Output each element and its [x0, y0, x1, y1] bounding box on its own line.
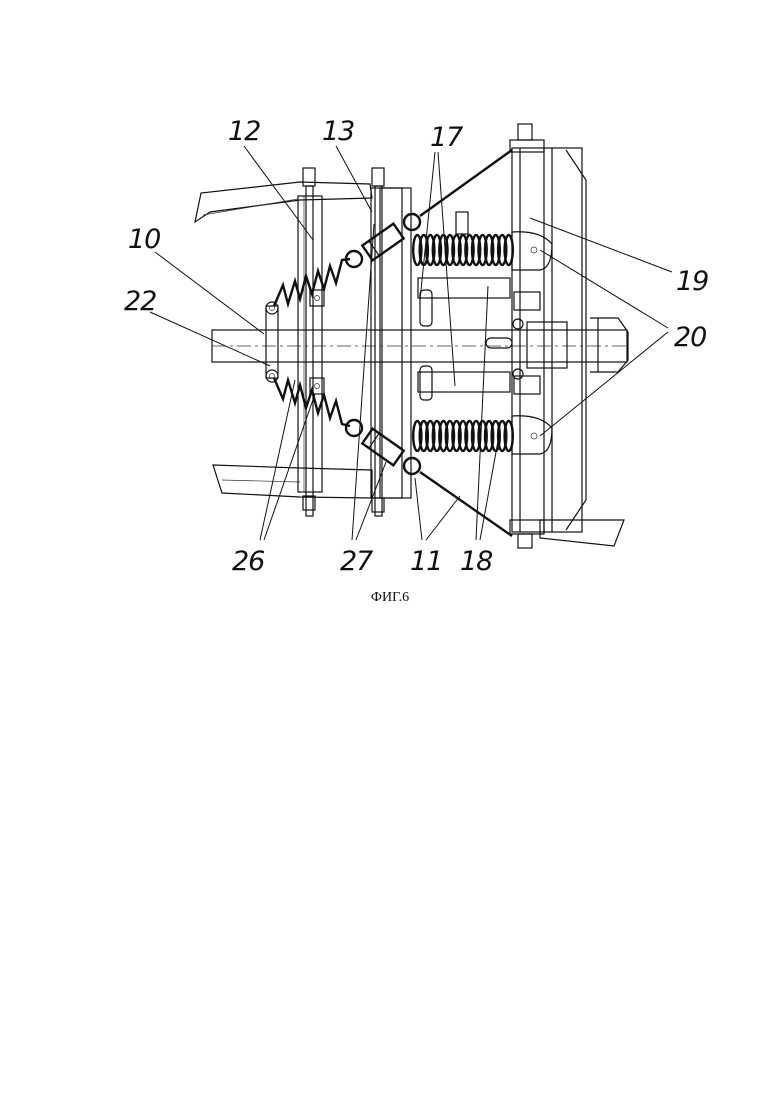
- lower-coil-spring: [413, 421, 513, 451]
- left-link-bar: [266, 302, 278, 382]
- upper-left-blade: [195, 182, 372, 222]
- upper-coil-spring: [413, 235, 513, 265]
- callout-27: 27: [340, 546, 373, 577]
- callout-22: 22: [124, 286, 156, 317]
- callout-18: 18: [460, 546, 492, 577]
- guide-rods: [418, 212, 510, 400]
- callout-19: 19: [676, 266, 708, 297]
- callout-13: 13: [322, 116, 354, 147]
- lower-left-blade: [213, 465, 372, 498]
- callout-20: 20: [674, 322, 706, 353]
- figure-caption: ФИГ.6: [340, 590, 440, 606]
- main-shaft: [212, 318, 628, 372]
- callout-10: 10: [128, 224, 160, 255]
- spring-mounts: [512, 232, 552, 454]
- left-bolts: [303, 168, 384, 516]
- callout-26: 26: [232, 546, 264, 577]
- callout-17: 17: [430, 122, 463, 153]
- left-frame: [298, 196, 322, 492]
- upper-zigzag-spring: [274, 259, 350, 306]
- callout-11: 11: [410, 546, 442, 577]
- callout-12: 12: [228, 116, 260, 147]
